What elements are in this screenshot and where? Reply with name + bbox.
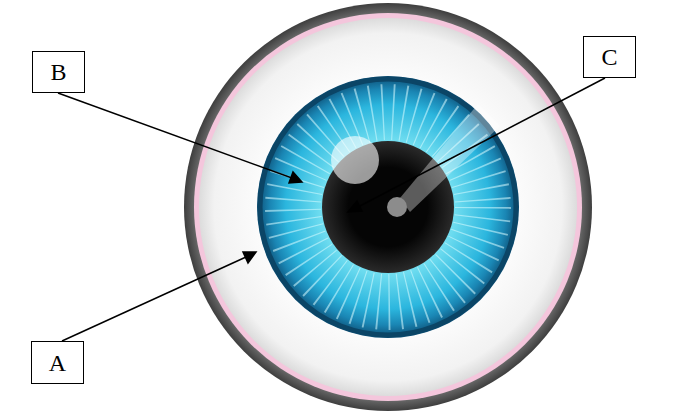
callout-letter: C (601, 45, 617, 69)
leader-line (358, 78, 605, 207)
label-box: C (583, 36, 636, 78)
leader-line (62, 257, 246, 341)
iris (257, 76, 519, 338)
arrow-head (243, 252, 256, 263)
callout-letter: B (50, 60, 66, 84)
label-box: B (32, 51, 85, 93)
pink-ring (194, 13, 582, 401)
light-beam (400, 104, 500, 212)
iris-rim (260, 79, 516, 335)
sclera (199, 18, 577, 396)
leader-line (58, 93, 292, 178)
arrow-head (289, 172, 302, 183)
eye-rim (184, 3, 592, 411)
arrow-head (348, 201, 362, 212)
highlight (331, 136, 379, 184)
callout-letter: A (49, 351, 66, 375)
pupil-dot (387, 197, 407, 217)
label-box: A (31, 341, 84, 384)
